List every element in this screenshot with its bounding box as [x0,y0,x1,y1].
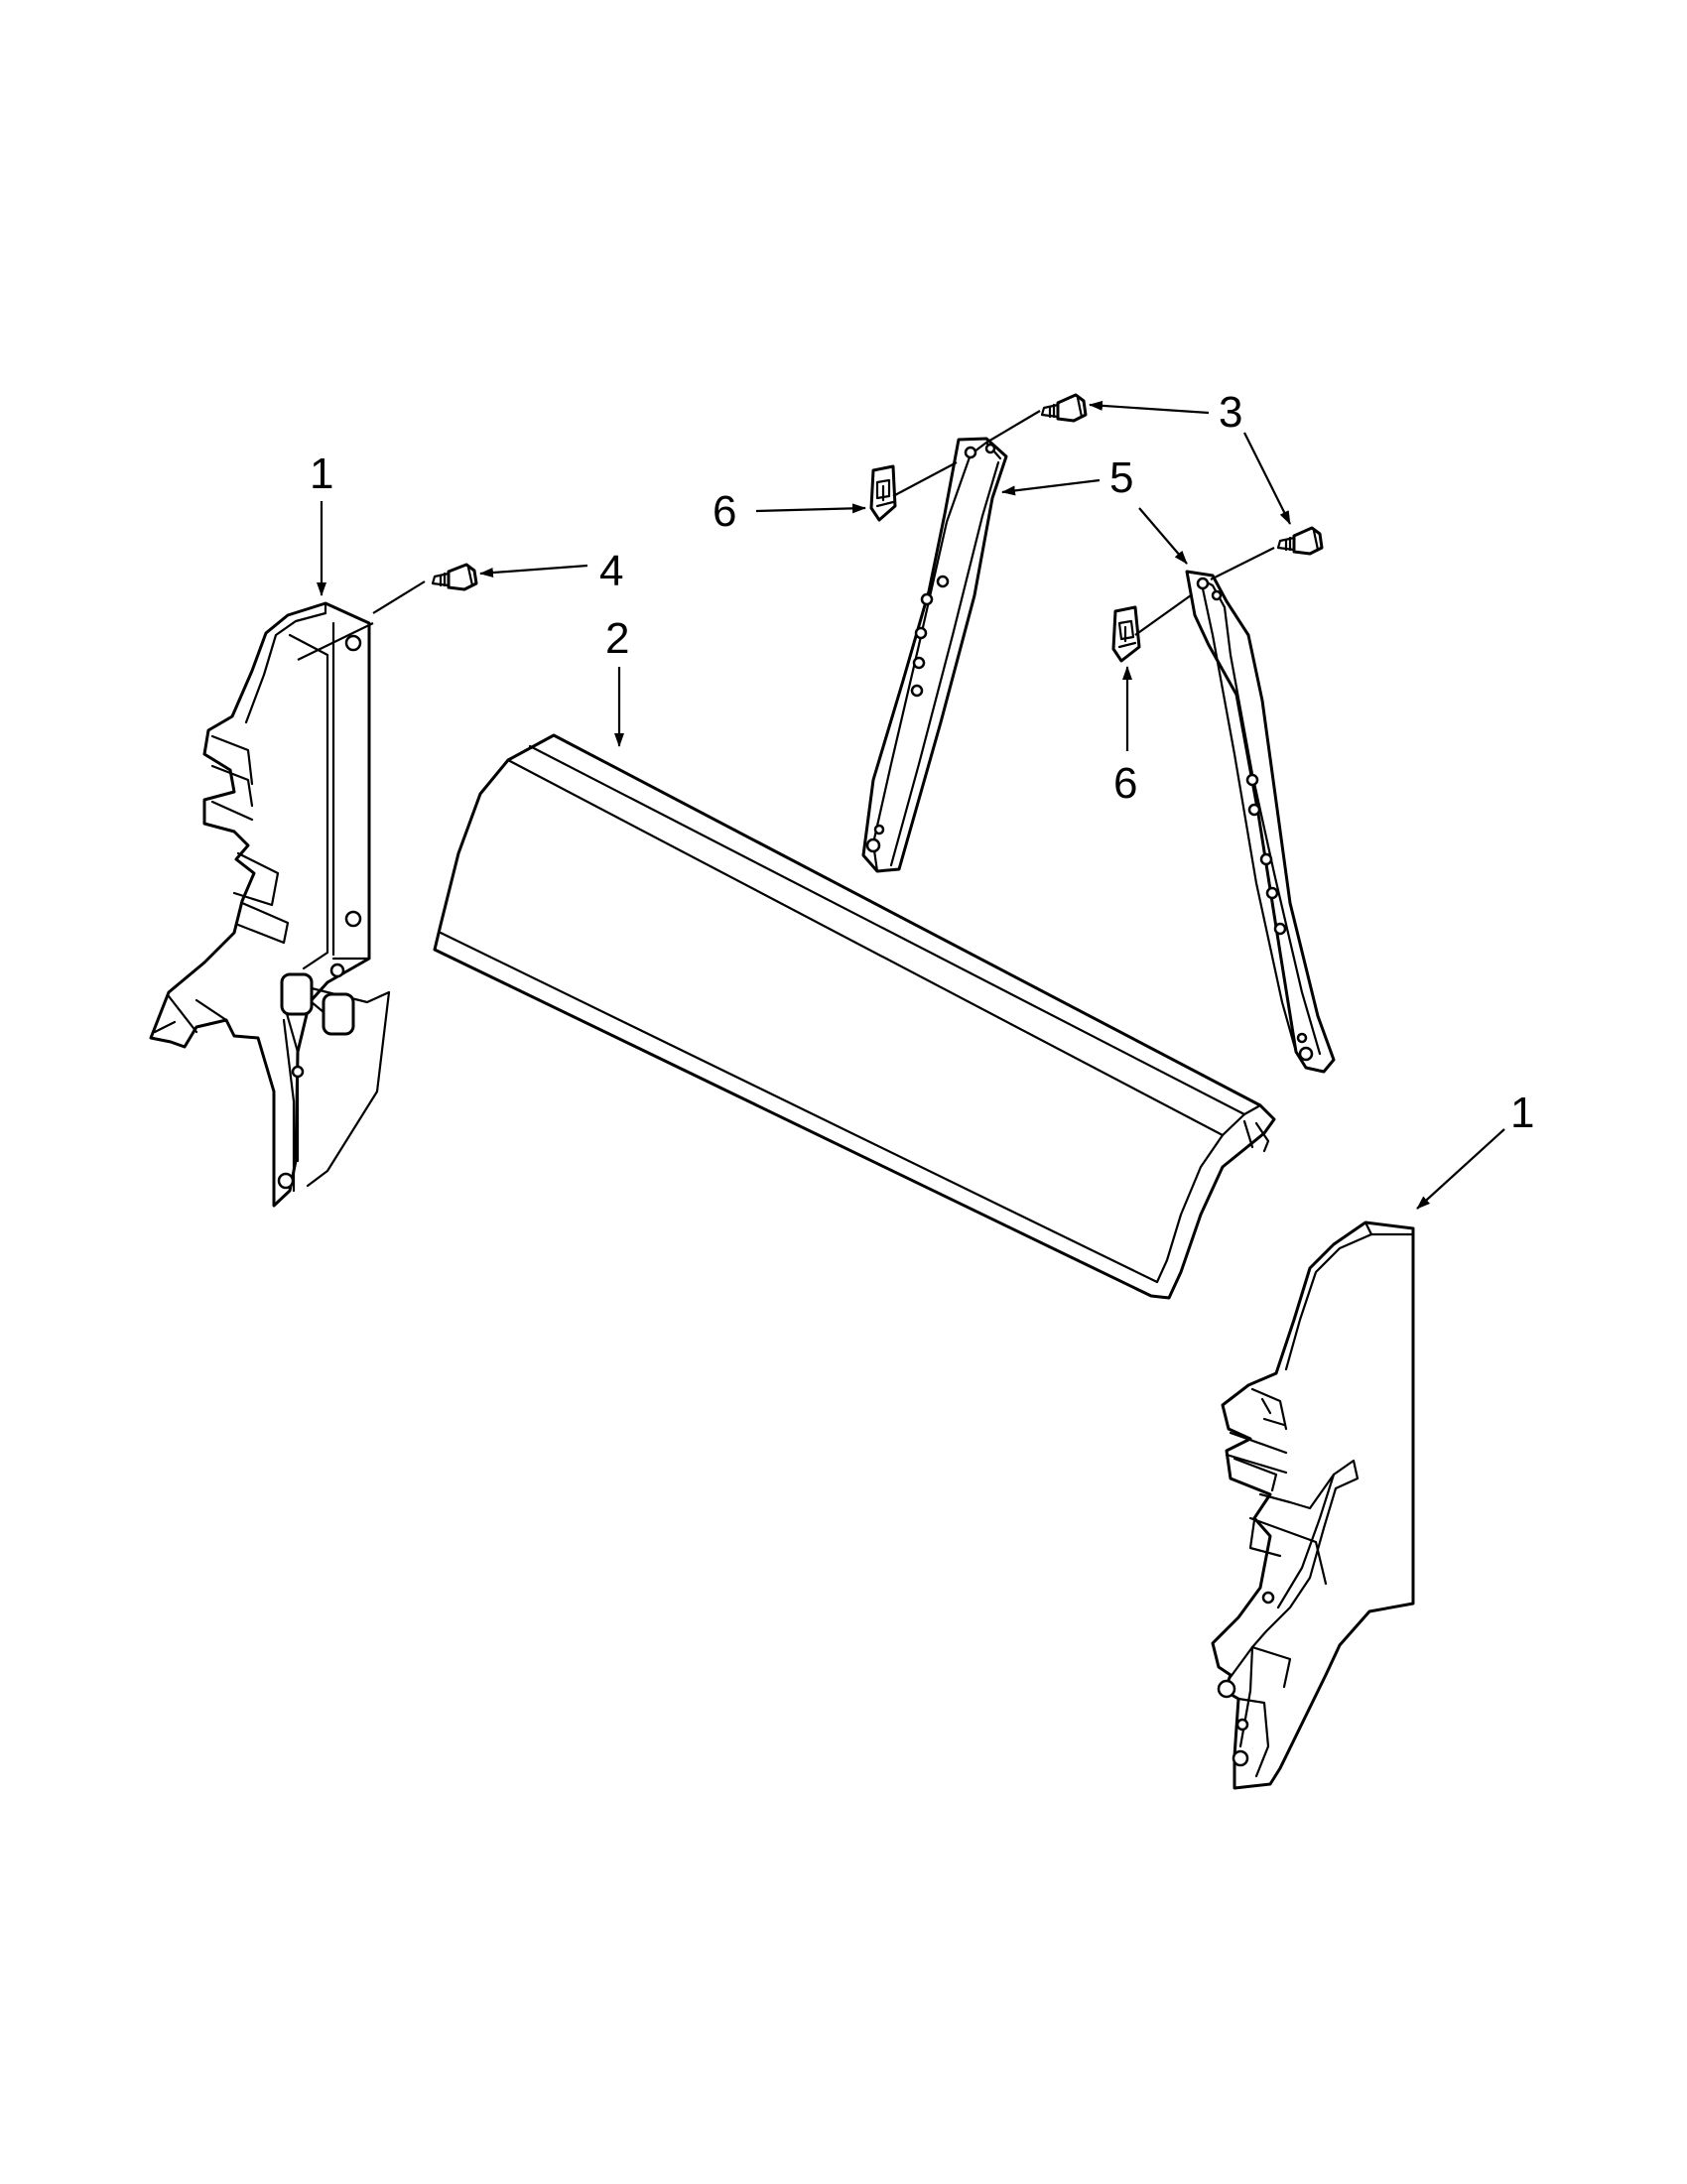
screw-part-3-top [1040,393,1088,423]
callout-6-left: 6 [713,487,736,536]
screw-part-3-right [1276,526,1324,556]
panel-part-2 [433,733,1276,1300]
screw-part-4 [431,563,478,591]
strip-part-5-right [1185,570,1336,1074]
callout-4: 4 [599,547,623,595]
callout-2: 2 [605,614,629,663]
clip-part-6-right [1111,605,1141,663]
callout-5: 5 [1109,453,1133,502]
callout-6-right: 6 [1113,759,1137,808]
side-bracket-right [1211,1220,1415,1790]
callout-3: 3 [1219,388,1242,437]
side-bracket-left [149,601,391,1208]
callout-1-right: 1 [1510,1089,1534,1137]
strip-part-5-left [861,437,1008,873]
clip-part-6-left [869,464,897,522]
callout-1-left: 1 [310,450,333,498]
leader-lines [297,400,1505,1210]
